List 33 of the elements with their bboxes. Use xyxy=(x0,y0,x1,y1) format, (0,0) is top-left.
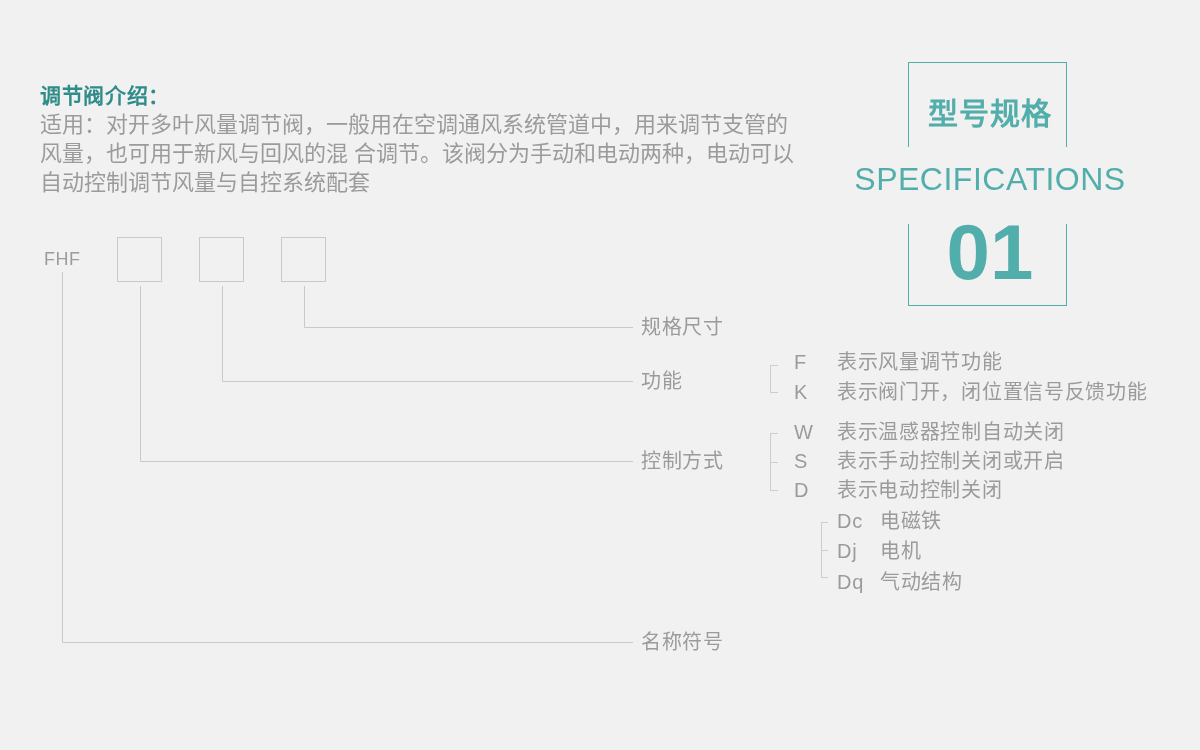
code-letter: Dj xyxy=(837,541,858,561)
code-description: 电磁铁 xyxy=(880,511,943,531)
frame-number: 01 xyxy=(946,213,1034,291)
code-description: 电机 xyxy=(880,541,922,561)
code-letter: Dc xyxy=(837,511,863,531)
code-description: 气动结构 xyxy=(880,572,963,592)
leader-line xyxy=(62,271,634,643)
model-code: FHF xyxy=(44,250,81,268)
blank-box xyxy=(281,237,326,282)
code-letter: D xyxy=(794,480,810,500)
code-letter: S xyxy=(794,451,809,471)
frame-subtitle: SPECIFICATIONS xyxy=(854,163,1126,195)
part-label: 控制方式 xyxy=(641,451,724,471)
code-description: 表示温感器控制自动关闭 xyxy=(837,422,1065,442)
code-description: 表示阀门开，闭位置信号反馈功能 xyxy=(837,382,1148,402)
part-label: 功能 xyxy=(641,371,683,391)
part-label: 规格尺寸 xyxy=(641,317,724,337)
blank-box xyxy=(117,237,162,282)
blank-box xyxy=(199,237,244,282)
code-description: 表示手动控制关闭或开启 xyxy=(837,451,1065,471)
code-description: 表示电动控制关闭 xyxy=(837,480,1003,500)
part-label: 名称符号 xyxy=(641,632,724,652)
paragraph: 适用：对开多叶风量调节阀，一般用在空调通风系统管道中，用来调节支管的风量，也可用于新风与回风的混 合调节。该阀分为手动和电动两种，电动可以自动控制调节风量与自控系统配套 xyxy=(40,111,796,197)
code-description: 表示风量调节功能 xyxy=(837,352,1003,372)
section-heading: 调节阀介绍： xyxy=(40,84,171,106)
code-letter: K xyxy=(794,382,809,402)
code-letter: Dq xyxy=(837,572,864,592)
leader-line xyxy=(304,285,634,328)
frame-heading: 型号规格 xyxy=(928,99,1052,129)
code-letter: W xyxy=(794,422,814,442)
leader-line xyxy=(222,285,634,382)
code-letter: F xyxy=(794,352,807,372)
leader-line xyxy=(140,285,634,462)
